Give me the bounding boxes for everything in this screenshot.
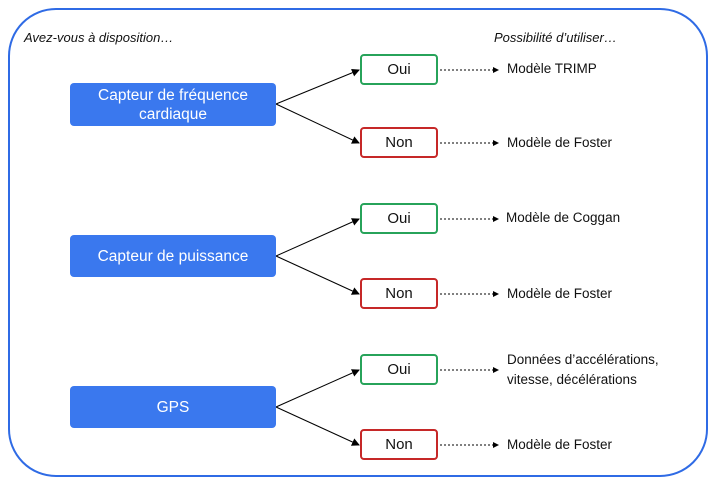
result-power-no: Modèle de Foster — [507, 286, 613, 301]
sensor-power: Capteur de puissance — [70, 235, 276, 277]
answer-yes-power: Oui — [360, 203, 438, 234]
arrow-hr-to-no — [275, 103, 360, 144]
sensor-gps: GPS — [70, 386, 276, 428]
result-gps-no: Modèle de Foster — [507, 437, 613, 452]
arrow-hr-to-yes — [275, 68, 360, 105]
arrow-gps-to-no — [275, 406, 360, 446]
arrow-power-to-no — [275, 255, 360, 295]
result-power-yes: Modèle de Coggan — [506, 210, 621, 225]
answer-no-heart-rate: Non — [360, 127, 438, 158]
diagram-frame — [8, 8, 708, 477]
left-header: Avez-vous à disposition… — [24, 30, 174, 45]
answer-no-power: Non — [360, 278, 438, 309]
right-header: Possibilité d’utiliser… — [494, 30, 617, 45]
sensor-heart-rate: Capteur de fréquence cardiaque — [70, 83, 276, 126]
result-gps-yes-line1: Données d’accélérations, — [507, 352, 659, 367]
arrow-gps-to-yes — [275, 369, 360, 408]
result-heart-rate-no: Modèle de Foster — [507, 135, 613, 150]
result-gps-yes-line2: vitesse, décélérations — [507, 372, 637, 387]
answer-no-gps: Non — [360, 429, 438, 460]
answer-yes-gps: Oui — [360, 354, 438, 385]
arrow-power-to-yes — [275, 218, 360, 257]
answer-yes-heart-rate: Oui — [360, 54, 438, 85]
result-heart-rate-yes: Modèle TRIMP — [507, 61, 597, 76]
result-gps-yes: Données d’accélérations, vitesse, décélé… — [507, 350, 659, 390]
